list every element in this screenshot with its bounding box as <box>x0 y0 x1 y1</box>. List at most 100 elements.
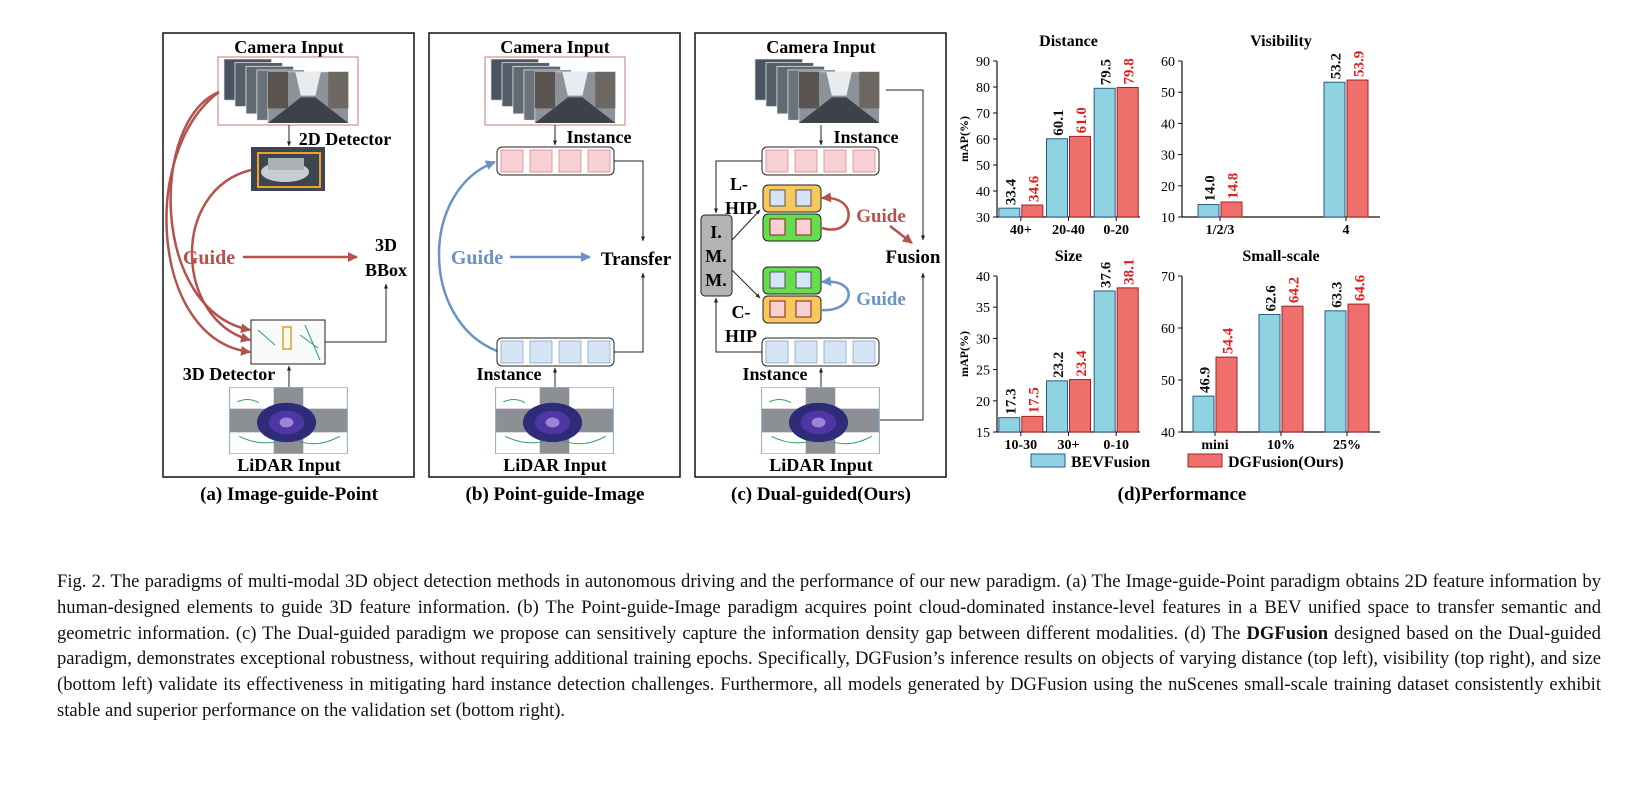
panel-c <box>694 32 947 478</box>
guide-label-blue: Guide <box>856 289 906 310</box>
panel-a <box>162 32 415 478</box>
y-tick-label: 20 <box>976 395 990 410</box>
instance-tokens-blue <box>496 337 615 367</box>
data-label: 17.5 <box>1026 387 1042 413</box>
panel-a-caption: (a) Image-guide-Point <box>200 484 379 505</box>
imm-module: I. M. M. <box>700 214 733 297</box>
data-label: 79.5 <box>1099 59 1115 85</box>
chip-module <box>762 266 822 324</box>
3d-bbox-label-bottom: BBox <box>365 260 407 280</box>
bar-dgfusion <box>1346 79 1369 218</box>
data-label: 61.0 <box>1074 107 1090 133</box>
y-axis-label: mAP(%) <box>957 331 971 377</box>
camera-input-label: Camera Input <box>234 37 344 57</box>
bar-dgfusion <box>1069 379 1091 433</box>
data-label: 54.4 <box>1221 327 1237 354</box>
y-tick-label: 30 <box>976 332 990 347</box>
data-label: 79.8 <box>1122 58 1138 84</box>
guide-label: Guide <box>183 247 235 269</box>
bar-dgfusion <box>1220 201 1243 218</box>
data-label: 14.0 <box>1203 175 1219 201</box>
y-tick-label: 30 <box>976 211 990 226</box>
x-tick-label: 0-10 <box>1103 438 1129 453</box>
data-label: 38.1 <box>1122 259 1138 285</box>
fusion-label: Fusion <box>886 247 941 268</box>
x-tick-label: 25% <box>1333 438 1361 453</box>
bar-dgfusion <box>1116 87 1139 218</box>
x-tick-label: 40+ <box>1010 223 1032 238</box>
3d-detector-label: 3D Detector <box>183 364 275 384</box>
bar-dgfusion <box>1021 204 1044 218</box>
caption-bold-dgfusion: DGFusion <box>1246 622 1329 644</box>
x-tick-label: 0-20 <box>1103 223 1129 238</box>
chart-title: Visibility <box>1250 33 1312 50</box>
panel-b <box>428 32 681 478</box>
y-tick-label: 40 <box>976 185 990 200</box>
caption-part-2: designed based on the Dual-guided paradi… <box>57 622 1601 721</box>
data-label: 63.3 <box>1330 282 1346 308</box>
y-tick-label: 50 <box>976 159 990 174</box>
bar-bevfusion <box>1093 87 1116 218</box>
lidar-image <box>495 387 614 454</box>
bar-dgfusion <box>1021 415 1044 433</box>
y-axis-label: mAP(%) <box>957 116 971 162</box>
panel-c-caption: (c) Dual-guided(Ours) <box>731 484 911 505</box>
bar-bevfusion <box>1046 138 1068 218</box>
bar-bevfusion <box>1197 204 1220 218</box>
guide-label-red: Guide <box>856 206 906 227</box>
data-label: 46.9 <box>1198 367 1214 393</box>
bar-bevfusion <box>1324 310 1347 433</box>
y-tick-label: 80 <box>976 81 990 96</box>
transfer-label: Transfer <box>601 249 672 270</box>
y-tick-label: 20 <box>1161 180 1175 195</box>
chip-label-top: C- <box>732 302 751 322</box>
x-tick-label: mini <box>1201 438 1228 453</box>
figure-caption: Fig. 2. The paradigms of multi-modal 3D … <box>57 569 1601 724</box>
camera-image <box>490 59 616 123</box>
chip-label-bottom: HIP <box>725 326 757 346</box>
camera-input-label: Camera Input <box>500 37 610 57</box>
bar-bevfusion <box>1258 313 1281 433</box>
camera-frame <box>217 56 359 126</box>
camera-input-label: Camera Input <box>766 37 876 57</box>
instance-label-top: Instance <box>566 127 631 147</box>
x-tick-label: 30+ <box>1058 438 1080 453</box>
instance-label-bottom: Instance <box>742 364 807 384</box>
caption-part-1: Fig. 2. The paradigms of multi-modal 3D … <box>57 571 1601 644</box>
chart-title: Size <box>1055 248 1083 265</box>
panel-b-caption: (b) Point-guide-Image <box>466 484 645 505</box>
y-tick-label: 90 <box>976 55 990 70</box>
camera-image <box>754 59 880 123</box>
y-tick-label: 70 <box>1161 270 1175 285</box>
lhip-label-bottom: HIP <box>725 198 757 218</box>
data-label: 33.4 <box>1003 178 1019 205</box>
data-label: 23.2 <box>1051 352 1067 378</box>
y-tick-label: 50 <box>1161 86 1175 101</box>
y-tick-label: 70 <box>976 107 990 122</box>
bar-bevfusion <box>1046 380 1068 433</box>
lidar-input-label: LiDAR Input <box>769 455 873 475</box>
instance-label-top: Instance <box>833 127 898 147</box>
y-tick-label: 40 <box>1161 426 1175 441</box>
lidar-input-label: LiDAR Input <box>503 455 607 475</box>
data-label: 64.6 <box>1353 274 1369 301</box>
data-label: 62.6 <box>1264 285 1280 312</box>
bar-bevfusion <box>998 207 1021 218</box>
instance-tokens-pink <box>761 146 880 176</box>
lidar-image <box>761 387 880 454</box>
x-tick-label: 20-40 <box>1052 223 1085 238</box>
imm-label-2: M. <box>705 246 727 266</box>
bar-dgfusion <box>1215 356 1238 433</box>
data-label: 14.8 <box>1226 173 1242 199</box>
instance-label-bottom: Instance <box>476 364 541 384</box>
data-label: 23.4 <box>1074 350 1090 377</box>
instance-tokens-pink <box>496 146 615 176</box>
y-tick-label: 25 <box>976 364 990 379</box>
data-label: 64.2 <box>1287 277 1303 303</box>
lidar-image <box>229 387 348 454</box>
y-tick-label: 35 <box>976 301 990 316</box>
data-label: 60.1 <box>1051 109 1067 135</box>
data-label: 37.6 <box>1099 261 1115 288</box>
y-tick-label: 60 <box>976 133 990 148</box>
